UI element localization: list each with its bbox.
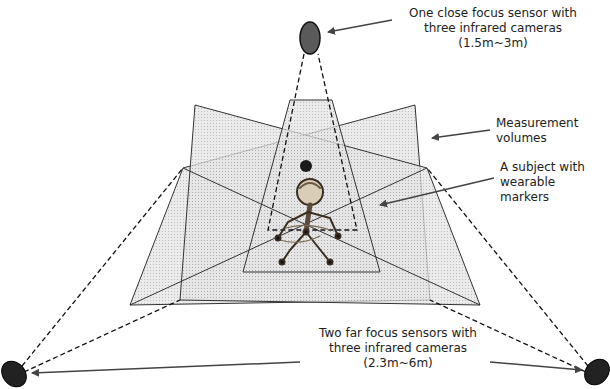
marker-ball — [300, 160, 312, 172]
far-sensor — [0, 356, 31, 389]
leader-arrow — [32, 20, 582, 373]
sensor-callout: One close focus sensor with three infrar… — [398, 6, 588, 51]
far-sensor — [580, 354, 610, 389]
view-frustum — [22, 54, 588, 372]
subject-callout: A subject with wearable markers — [500, 160, 600, 205]
subject-figure — [276, 179, 341, 265]
sensor-callout: Two far focus sensors with three infrare… — [306, 326, 490, 371]
measurement-volume — [130, 100, 480, 305]
volume-callout: Measurement volumes — [496, 116, 596, 146]
close-sensor — [300, 22, 320, 54]
